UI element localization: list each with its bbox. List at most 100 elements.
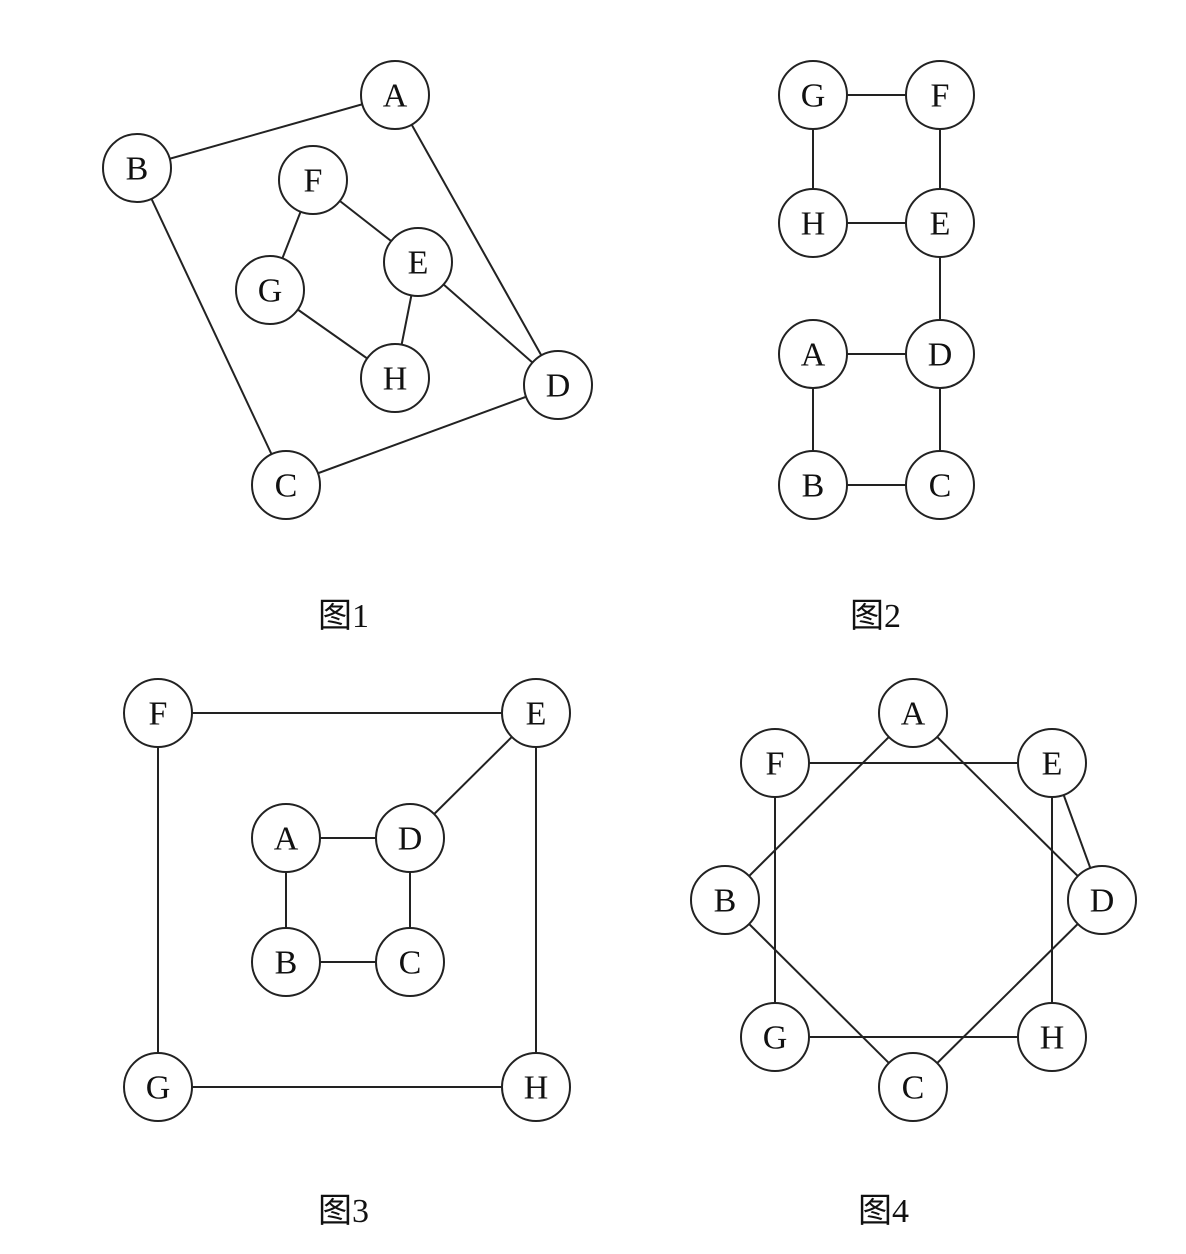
node-circle bbox=[690, 865, 760, 935]
node-label: D bbox=[1090, 883, 1115, 920]
node-E: E bbox=[905, 188, 975, 258]
node-label: C bbox=[399, 945, 422, 982]
node-label: E bbox=[408, 245, 429, 282]
node-B: B bbox=[690, 865, 760, 935]
node-circle bbox=[251, 450, 321, 520]
node-label: G bbox=[258, 273, 283, 310]
figure-2: G F H E A D B C bbox=[778, 60, 975, 520]
node-A: A bbox=[251, 803, 321, 873]
node-A: A bbox=[778, 319, 848, 389]
figure-2-caption: 图2 bbox=[850, 598, 901, 635]
node-circle bbox=[778, 188, 848, 258]
node-label: H bbox=[1040, 1020, 1065, 1057]
edge-A-D bbox=[912, 712, 1103, 901]
figure-1-caption: 图1 bbox=[318, 598, 369, 635]
node-label: B bbox=[275, 945, 298, 982]
node-A: A bbox=[878, 678, 948, 748]
node-E: E bbox=[1017, 728, 1087, 798]
node-label: F bbox=[766, 746, 785, 783]
node-label: A bbox=[383, 78, 408, 115]
node-circle bbox=[251, 803, 321, 873]
edge-C-D bbox=[285, 384, 559, 486]
node-circle bbox=[905, 60, 975, 130]
node-H: H bbox=[1017, 1002, 1087, 1072]
node-circle bbox=[740, 728, 810, 798]
node-circle bbox=[375, 927, 445, 997]
node-circle bbox=[523, 350, 593, 420]
node-D: D bbox=[523, 350, 593, 420]
edge-A-B bbox=[724, 712, 914, 901]
figure-1: A B F E G H D C bbox=[102, 60, 593, 520]
figure-4: A F E B D G H C bbox=[690, 678, 1137, 1122]
figure-4-caption: 图4 bbox=[858, 1193, 909, 1230]
edge-B-C bbox=[724, 899, 914, 1088]
node-label: E bbox=[526, 696, 547, 733]
figure-3-caption: 图3 bbox=[318, 1193, 369, 1230]
node-circle bbox=[123, 1052, 193, 1122]
node-circle bbox=[360, 343, 430, 413]
node-label: C bbox=[275, 468, 298, 505]
node-C: C bbox=[251, 450, 321, 520]
node-label: H bbox=[801, 206, 826, 243]
node-circle bbox=[878, 1052, 948, 1122]
node-D: D bbox=[375, 803, 445, 873]
node-G: G bbox=[778, 60, 848, 130]
edge-B-C bbox=[136, 167, 287, 486]
node-circle bbox=[360, 60, 430, 130]
node-circle bbox=[1017, 728, 1087, 798]
node-circle bbox=[1067, 865, 1137, 935]
node-circle bbox=[251, 927, 321, 997]
node-circle bbox=[123, 678, 193, 748]
node-B: B bbox=[778, 450, 848, 520]
node-label: C bbox=[929, 468, 952, 505]
node-circle bbox=[878, 678, 948, 748]
node-F: F bbox=[740, 728, 810, 798]
edge-A-D bbox=[394, 94, 559, 386]
node-circle bbox=[383, 227, 453, 297]
node-label: A bbox=[801, 337, 826, 374]
node-F: F bbox=[278, 145, 348, 215]
node-H: H bbox=[360, 343, 430, 413]
node-circle bbox=[778, 450, 848, 520]
node-circle bbox=[235, 255, 305, 325]
node-label: D bbox=[398, 821, 423, 858]
node-label: A bbox=[901, 696, 926, 733]
node-circle bbox=[501, 1052, 571, 1122]
node-label: B bbox=[802, 468, 825, 505]
node-label: F bbox=[149, 696, 168, 733]
node-circle bbox=[905, 188, 975, 258]
node-C: C bbox=[375, 927, 445, 997]
node-C: C bbox=[905, 450, 975, 520]
node-label: F bbox=[304, 163, 323, 200]
node-circle bbox=[905, 450, 975, 520]
node-H: H bbox=[778, 188, 848, 258]
node-B: B bbox=[251, 927, 321, 997]
node-label: H bbox=[383, 361, 408, 398]
node-G: G bbox=[235, 255, 305, 325]
node-B: B bbox=[102, 133, 172, 203]
node-circle bbox=[778, 60, 848, 130]
node-circle bbox=[102, 133, 172, 203]
node-C: C bbox=[878, 1052, 948, 1122]
node-A: A bbox=[360, 60, 430, 130]
node-label: E bbox=[930, 206, 951, 243]
node-H: H bbox=[501, 1052, 571, 1122]
node-label: D bbox=[928, 337, 953, 374]
node-circle bbox=[1017, 1002, 1087, 1072]
node-circle bbox=[375, 803, 445, 873]
node-label: C bbox=[902, 1070, 925, 1107]
node-label: B bbox=[714, 883, 737, 920]
node-label: G bbox=[801, 78, 826, 115]
node-circle bbox=[740, 1002, 810, 1072]
node-label: H bbox=[524, 1070, 549, 1107]
node-F: F bbox=[123, 678, 193, 748]
node-circle bbox=[905, 319, 975, 389]
node-label: D bbox=[546, 368, 571, 405]
node-label: G bbox=[763, 1020, 788, 1057]
node-E: E bbox=[501, 678, 571, 748]
node-F: F bbox=[905, 60, 975, 130]
node-D: D bbox=[905, 319, 975, 389]
node-D: D bbox=[1067, 865, 1137, 935]
